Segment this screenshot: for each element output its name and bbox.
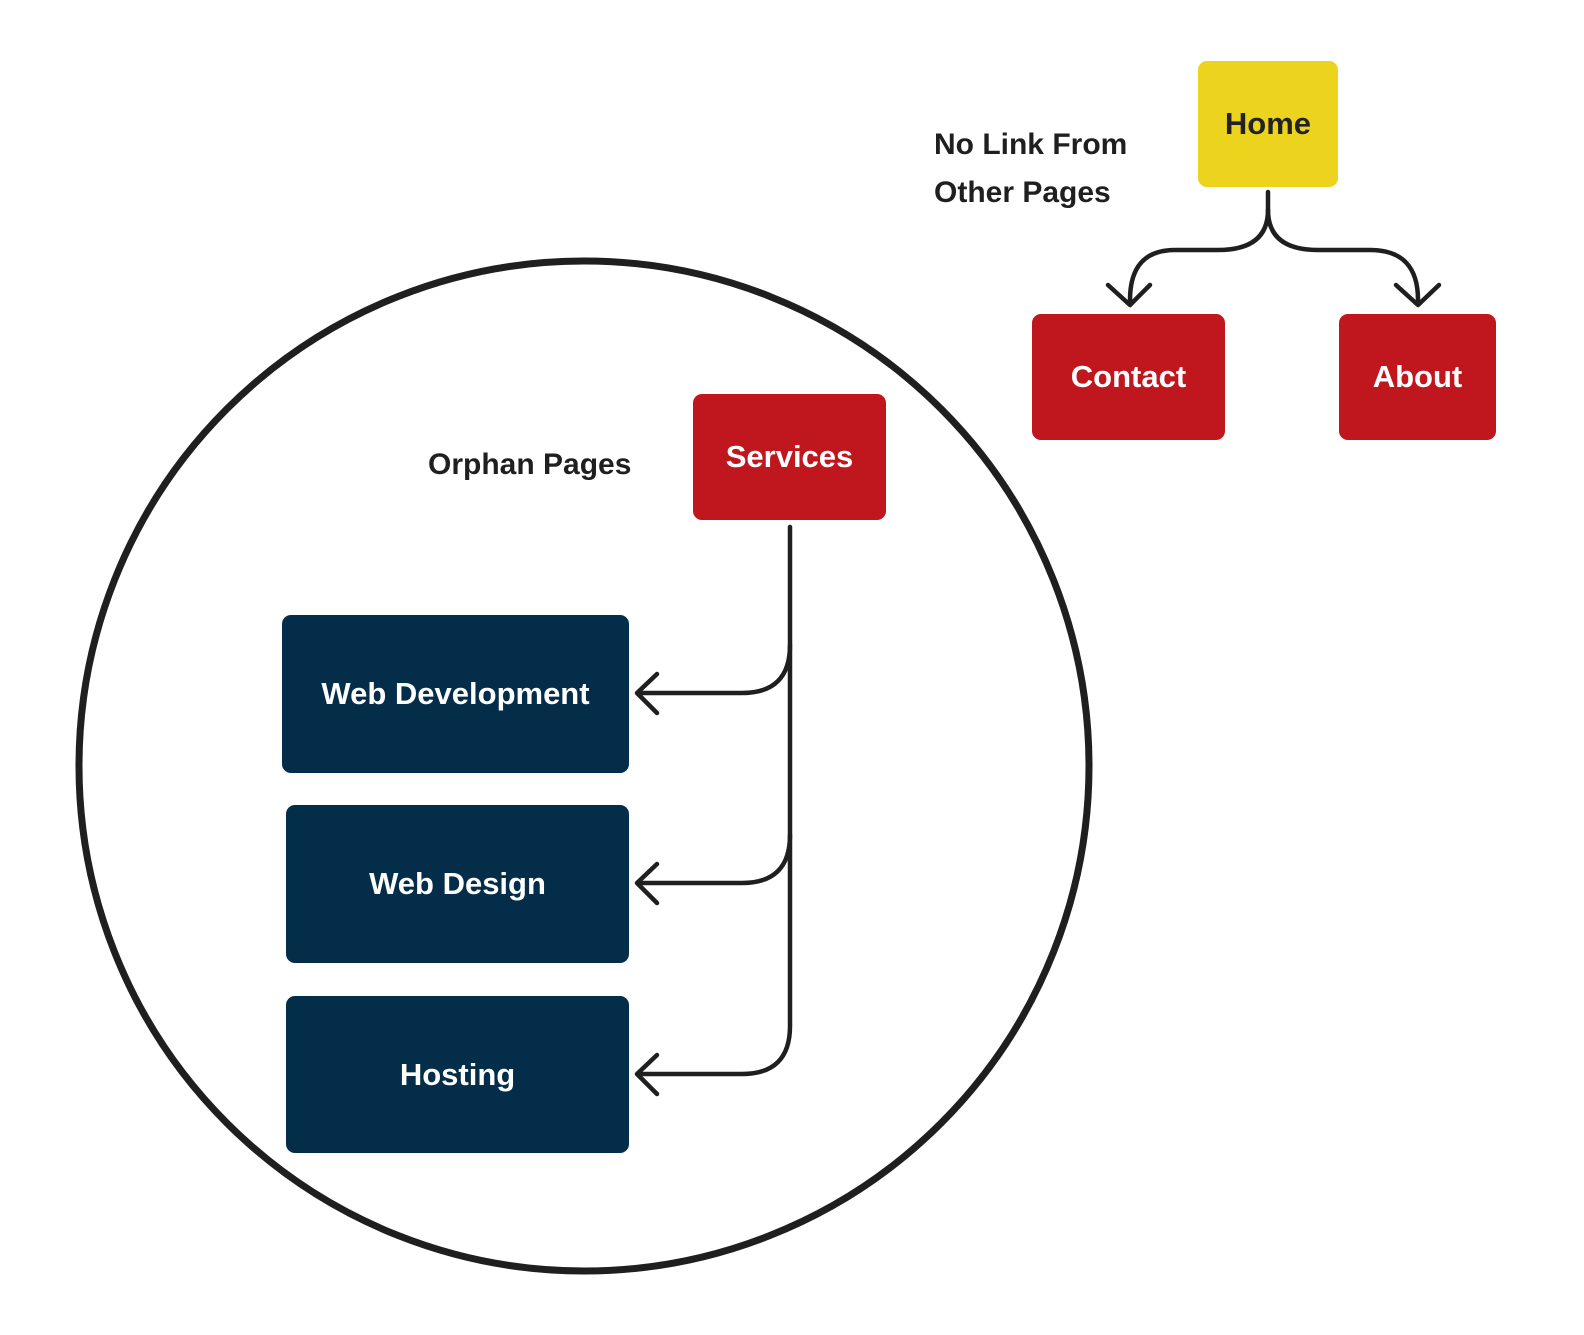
home-to-about-connector [1265,207,1421,303]
orphan-boundary-circle [75,257,1093,1275]
web-design-arrowhead [634,861,660,906]
services-to-web-development-connector [637,642,793,696]
contact-arrowhead [1105,282,1153,308]
home-to-contact-connector [1127,189,1271,303]
web-design-node[interactable]: Web Design [286,805,629,963]
orphan-pages-label: Orphan Pages [428,448,632,481]
hosting-arrowhead [634,1052,660,1097]
about-node[interactable]: About [1339,314,1496,440]
no-link-label-line1: No Link From [934,128,1128,161]
home-node[interactable]: Home [1198,61,1338,187]
services-node[interactable]: Services [693,394,886,520]
services-to-web-design-connector [637,832,793,886]
contact-node[interactable]: Contact [1032,314,1225,440]
about-arrowhead [1393,282,1442,308]
hosting-node[interactable]: Hosting [286,996,629,1153]
no-link-label: No Link From Other Pages [934,121,1127,217]
no-link-label-line2: Other Pages [934,176,1111,209]
services-trunk-connector [637,524,793,1077]
web-development-node[interactable]: Web Development [282,615,629,773]
web-development-arrowhead [634,671,660,716]
